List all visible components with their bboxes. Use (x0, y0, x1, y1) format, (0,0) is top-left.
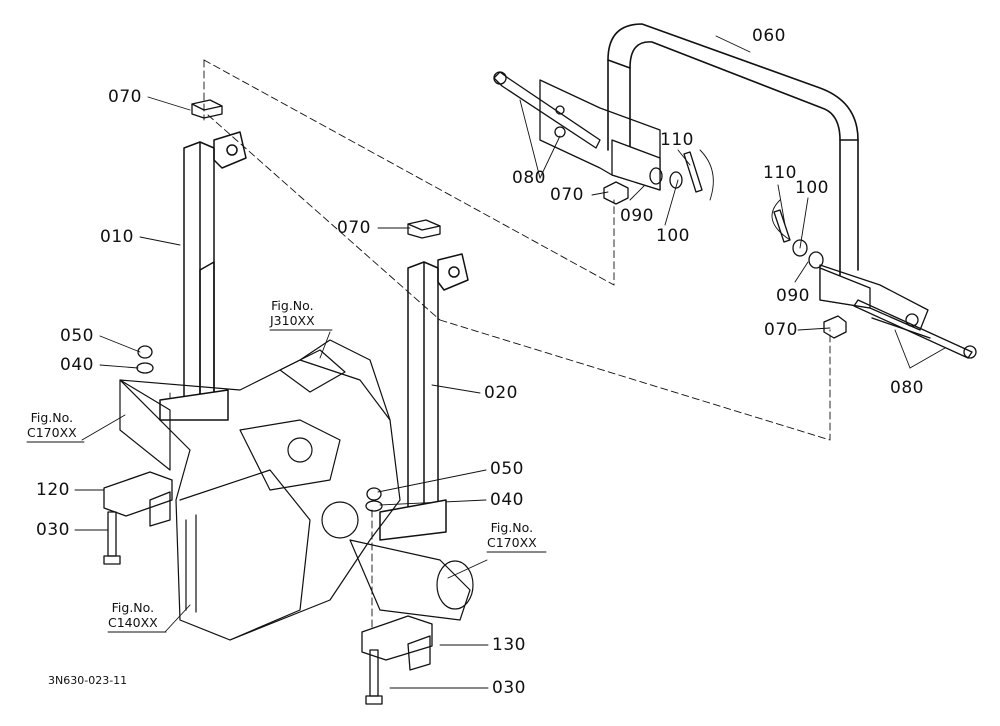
part-label-090: 090 (776, 286, 810, 306)
part-label-130: 130 (492, 635, 526, 655)
part-label-010: 010 (100, 227, 134, 247)
part-label-100: 100 (795, 178, 829, 198)
part-label-070: 070 (337, 218, 371, 238)
alignment-lines (169, 59, 831, 641)
part-label-120: 120 (36, 480, 70, 500)
figure-ref-prefix: Fig.No. (490, 520, 534, 535)
right-post-020 (379, 253, 469, 541)
figure-ref-c170-right: Fig.No. C170XX (487, 520, 537, 550)
part-label-040: 040 (60, 355, 94, 375)
part-label-110: 110 (763, 163, 797, 183)
bolts-080 (493, 71, 977, 359)
post-caps (191, 99, 441, 239)
part-label-050: 050 (490, 459, 524, 479)
mount-brackets (103, 471, 433, 705)
diagram-code: 3N630-023-11 (48, 674, 128, 687)
small-hardware (603, 149, 847, 339)
part-label-040: 040 (490, 490, 524, 510)
part-label-070: 070 (550, 185, 584, 205)
part-label-060: 060 (752, 26, 786, 46)
figure-ref-code: C140XX (108, 615, 158, 630)
transmission-housing (119, 339, 474, 641)
figure-ref-code: C170XX (487, 535, 537, 550)
right-frame-bracket (819, 264, 929, 331)
left-frame-bracket (539, 79, 661, 191)
part-label-100: 100 (656, 226, 690, 246)
left-post-010 (159, 131, 247, 421)
part-label-080: 080 (512, 168, 546, 188)
nuts-washers (136, 345, 383, 512)
part-label-030: 030 (492, 678, 526, 698)
figure-ref-code: J310XX (270, 313, 315, 328)
figure-ref-c140: Fig.No. C140XX (108, 600, 158, 630)
part-label-110: 110 (660, 130, 694, 150)
rops-top-frame (607, 23, 859, 276)
part-label-070: 070 (108, 87, 142, 107)
part-label-070: 070 (764, 320, 798, 340)
figure-ref-prefix: Fig.No. (111, 600, 155, 615)
part-label-050: 050 (60, 326, 94, 346)
leader-lines (74, 35, 946, 689)
part-label-090: 090 (620, 206, 654, 226)
figure-ref-prefix: Fig.No. (30, 410, 74, 425)
figure-ref-prefix: Fig.No. (271, 298, 314, 313)
part-label-030: 030 (36, 520, 70, 540)
part-label-080: 080 (890, 378, 924, 398)
part-label-020: 020 (484, 383, 518, 403)
figure-ref-j310: Fig.No. J310XX (270, 298, 315, 328)
fig-ref-underlines (26, 329, 547, 633)
figure-ref-code: C170XX (27, 425, 77, 440)
figure-ref-c170-left: Fig.No. C170XX (27, 410, 77, 440)
